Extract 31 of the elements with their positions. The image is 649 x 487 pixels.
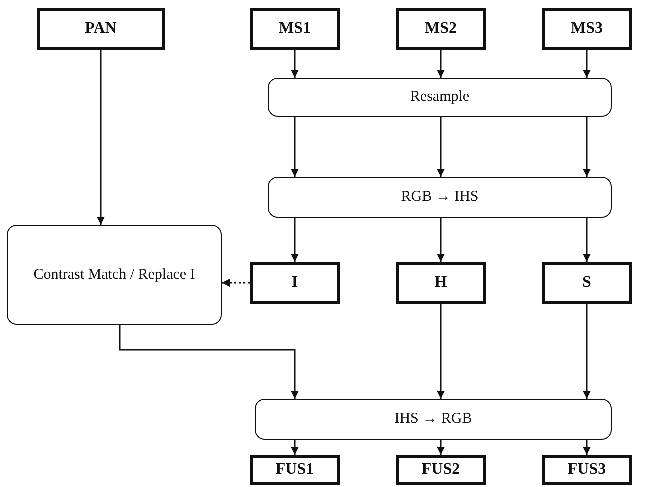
arrow <box>583 50 591 78</box>
arrow <box>291 117 299 177</box>
process-box: RGB → IHS <box>268 177 612 218</box>
data-box: S <box>542 262 632 304</box>
arrow <box>583 117 591 177</box>
arrow <box>437 50 445 78</box>
data-box: MS3 <box>542 8 632 50</box>
arrow <box>437 218 445 262</box>
data-box: I <box>250 262 340 304</box>
arrow <box>291 50 299 78</box>
data-box: FUS1 <box>250 455 340 485</box>
dotted-arrow <box>222 279 250 287</box>
process-box: Contrast Match / Replace I <box>7 225 222 325</box>
data-box: PAN <box>37 8 165 50</box>
data-box: FUS3 <box>542 455 632 485</box>
arrow <box>583 218 591 262</box>
data-box: FUS2 <box>396 455 486 485</box>
arrow <box>97 50 105 225</box>
data-box: MS1 <box>250 8 340 50</box>
data-box: MS2 <box>396 8 486 50</box>
arrow <box>583 440 591 455</box>
process-box: IHS → RGB <box>255 399 612 440</box>
arrow <box>291 440 299 455</box>
arrow <box>583 304 591 399</box>
arrow <box>437 304 445 399</box>
data-box: H <box>396 262 486 304</box>
arrow <box>291 218 299 262</box>
arrow <box>437 440 445 455</box>
process-box: Resample <box>268 78 612 117</box>
arrow <box>437 117 445 177</box>
arrow <box>119 325 299 399</box>
